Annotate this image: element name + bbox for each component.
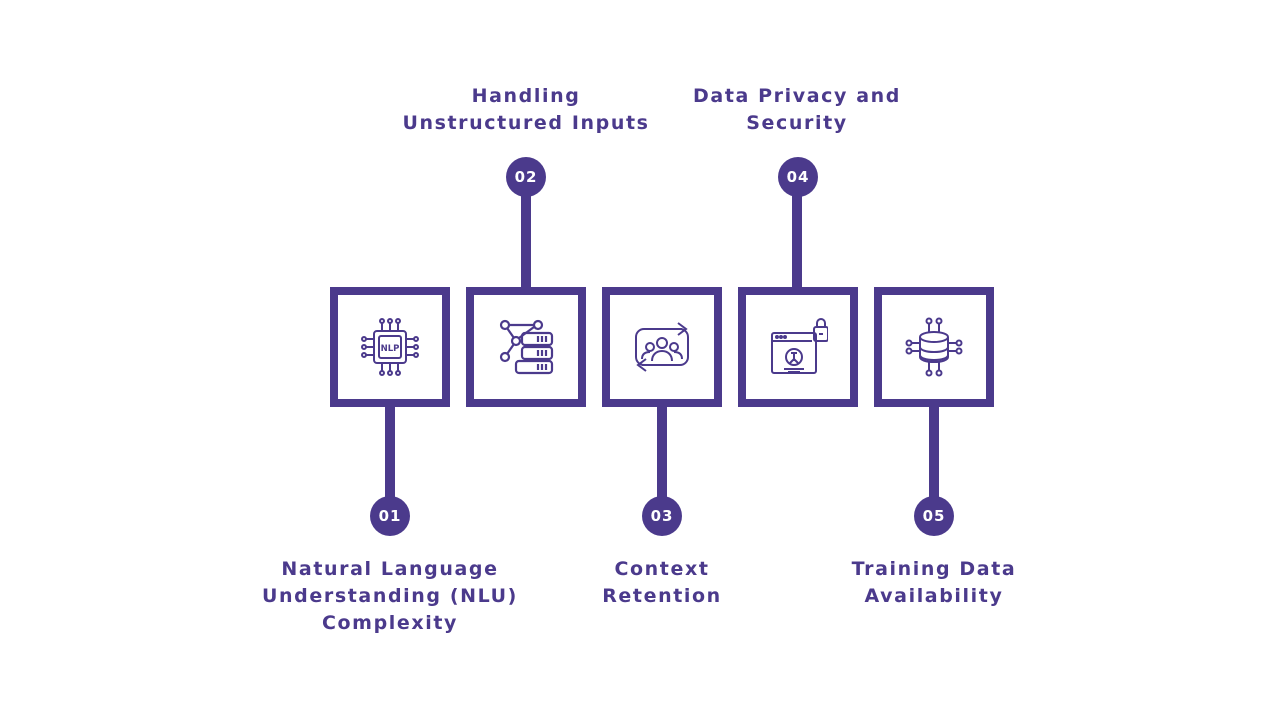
step-03-badge: 03 [642,496,682,536]
step-03-connector [657,407,667,499]
step-05-badge: 05 [914,496,954,536]
step-05-box [874,287,994,407]
step-01-connector [385,407,395,499]
step-04-title: Data Privacy and Security [693,85,901,134]
nlp-chip-text: NLP [381,344,400,354]
step-02-title: Handling Unstructured Inputs [402,85,650,134]
step-04-box [738,287,858,407]
step-02-connector [521,195,531,287]
database-network-icon [905,317,963,377]
step-02-box [466,287,586,407]
nlp-chip-icon: NLP [361,318,419,376]
step-02-badge: 02 [506,157,546,197]
unstructured-data-icon [499,319,554,375]
step-04-connector [792,195,802,287]
step-03-title: Context Retention [602,558,722,607]
step-01-badge: 01 [370,496,410,536]
step-05-title: Training Data Availability [851,558,1017,607]
context-cycle-icon [635,322,689,372]
step-04-badge: 04 [778,157,818,197]
step-05-connector [929,407,939,499]
privacy-lock-icon [771,318,828,374]
step-03-box [602,287,722,407]
step-01-title: Natural Language Understanding (NLU) Com… [262,558,518,634]
step-01-box: NLP [330,287,450,407]
